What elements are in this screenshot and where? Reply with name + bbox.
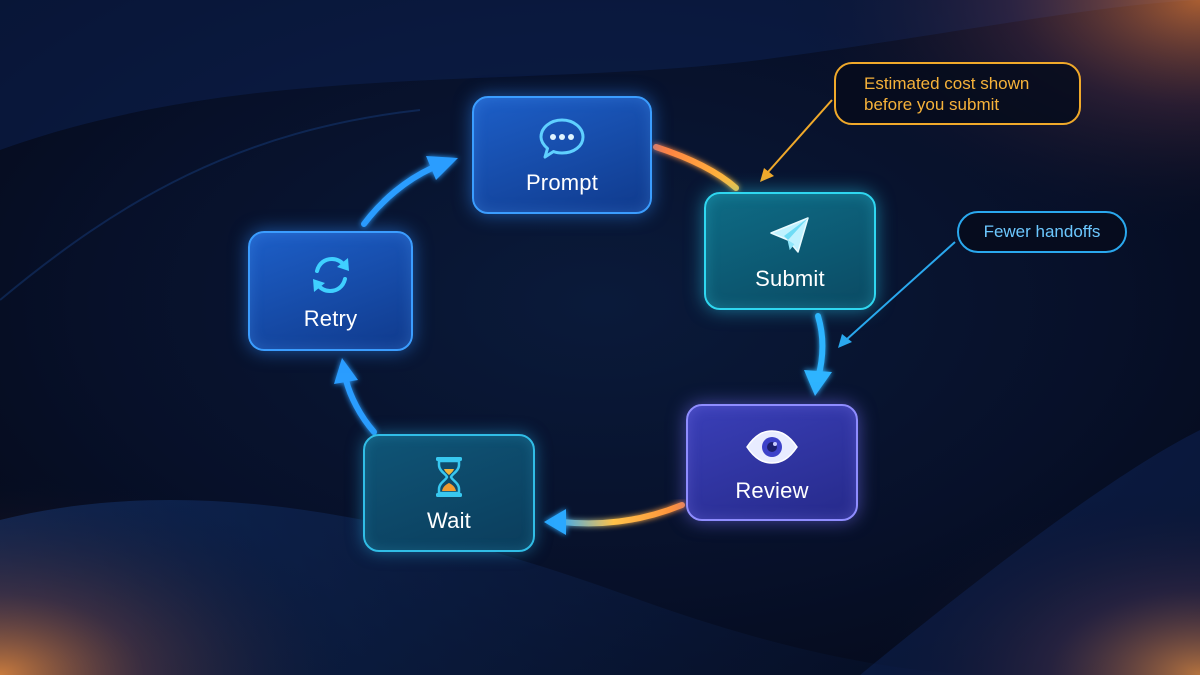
step-review-label: Review xyxy=(735,477,809,503)
step-submit-label: Submit xyxy=(755,266,825,291)
paper-plane-icon xyxy=(768,210,812,260)
step-wait: Wait xyxy=(363,434,535,552)
callout-handoffs-text: Fewer handoffs xyxy=(983,222,1101,241)
step-retry-label: Retry xyxy=(303,306,358,331)
callout-cost-line2: before you submit xyxy=(864,95,1000,114)
callout-estimated-cost: Estimated cost shown before you submit xyxy=(834,62,1081,125)
eye-icon xyxy=(744,422,800,472)
step-wait-label: Wait xyxy=(427,508,471,533)
step-prompt: Prompt xyxy=(472,96,652,214)
step-review: Review xyxy=(686,404,858,521)
step-submit: Submit xyxy=(704,192,876,310)
refresh-icon xyxy=(308,250,354,300)
step-retry: Retry xyxy=(248,231,413,351)
chat-bubble-icon xyxy=(538,114,586,164)
hourglass-icon xyxy=(434,452,464,502)
callout-fewer-handoffs: Fewer handoffs xyxy=(957,211,1127,253)
callout-cost-line1: Estimated cost shown xyxy=(864,74,1030,93)
step-prompt-label: Prompt xyxy=(525,170,599,195)
